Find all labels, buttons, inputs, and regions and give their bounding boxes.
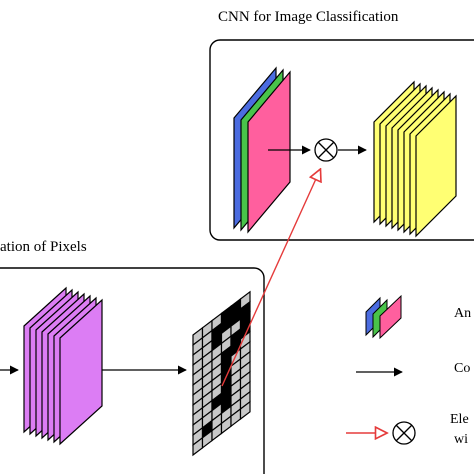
top-panel-title: CNN for Image Classification [218, 9, 399, 25]
legend-rgb-image-icon [365, 294, 402, 340]
yellow-feature-maps [373, 80, 457, 238]
top-panel-frame [209, 39, 474, 241]
legend: An Co Ele wi [346, 294, 471, 447]
bottom-panel-title: ation of Pixels [0, 239, 87, 255]
legend-label-arrow: Co [454, 361, 470, 376]
rgb-input-image [233, 66, 291, 234]
mask-to-multiply-link [221, 170, 320, 387]
multiply-icon [314, 138, 338, 162]
legend-multiply-icon [392, 421, 416, 445]
bottom-panel-frame [0, 267, 265, 474]
purple-feature-map [59, 298, 103, 446]
purple-feature-maps [23, 286, 103, 446]
mask-cell [239, 400, 251, 421]
yellow-feature-map [415, 94, 457, 238]
red-channel [247, 70, 291, 234]
legend-label-elementwise-1: Ele [450, 412, 469, 427]
legend-label-elementwise-2: wi [454, 432, 468, 447]
pixel-mask-grid [192, 290, 251, 457]
legend-label-image: An [454, 306, 471, 321]
